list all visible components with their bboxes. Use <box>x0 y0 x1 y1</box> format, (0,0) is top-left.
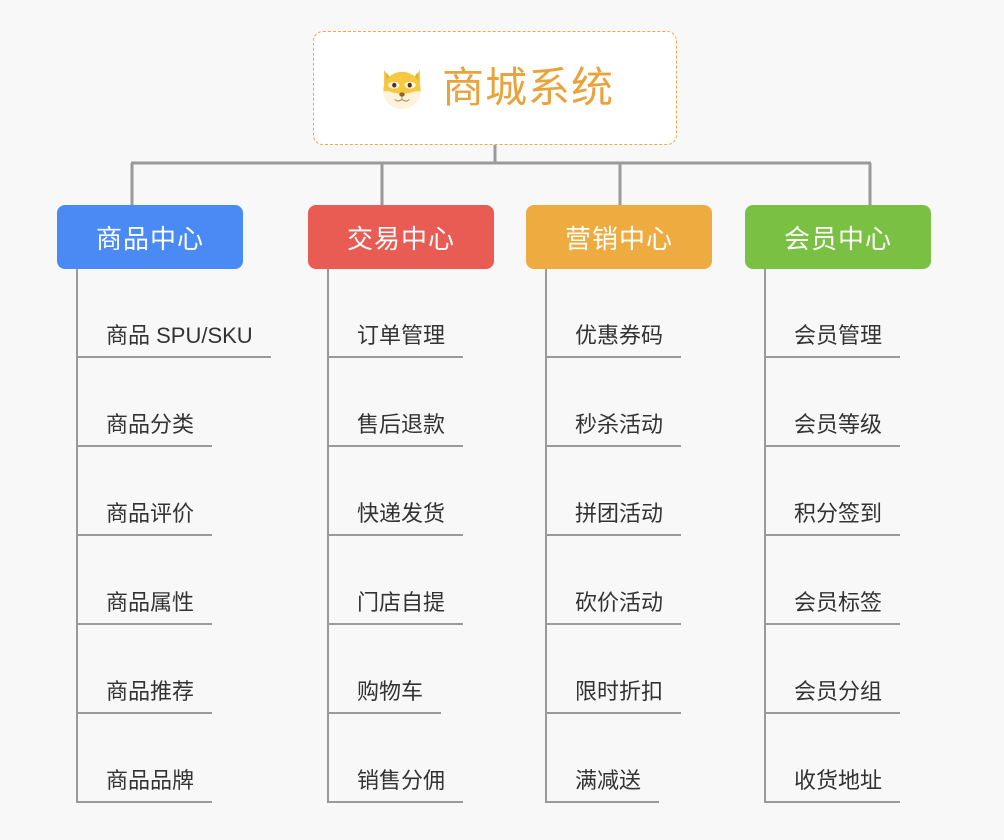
leaf-item-label: 商品 SPU/SKU <box>76 323 271 358</box>
leaf-item-label: 拼团活动 <box>545 501 682 536</box>
leaf-item[interactable]: 商品属性 <box>76 536 243 625</box>
leaf-item[interactable]: 会员等级 <box>764 358 931 447</box>
leaf-item[interactable]: 商品分类 <box>76 358 243 447</box>
leaf-item[interactable]: 订单管理 <box>327 269 494 358</box>
leaf-item-label: 秒杀活动 <box>545 412 682 447</box>
root-title: 商城系统 <box>441 64 614 111</box>
leaf-item-label: 快递发货 <box>327 501 464 536</box>
leaf-item-label: 商品品牌 <box>76 768 213 803</box>
leaf-item-label: 收货地址 <box>764 768 901 803</box>
leaf-item-label: 门店自提 <box>327 590 464 625</box>
leaf-item[interactable]: 砍价活动 <box>545 536 712 625</box>
leaf-item-label: 商品分类 <box>76 412 213 447</box>
category-spine-2 <box>545 269 547 803</box>
leaf-item[interactable]: 售后退款 <box>327 358 494 447</box>
category-spine-1 <box>327 269 329 803</box>
leaf-item[interactable]: 会员标签 <box>764 536 931 625</box>
leaf-item-label: 商品属性 <box>76 590 213 625</box>
column-0: 商品中心商品 SPU/SKU 商品分类商品评价商品属性商品推荐商品品牌 <box>57 205 271 803</box>
leaf-item[interactable]: 商品 SPU/SKU <box>76 269 271 358</box>
category-header-1[interactable]: 交易中心 <box>308 205 494 269</box>
category-header-2[interactable]: 营销中心 <box>526 205 712 269</box>
leaf-item-label: 积分签到 <box>764 501 901 536</box>
leaf-item-label: 优惠券码 <box>545 323 682 358</box>
leaf-item[interactable]: 会员管理 <box>764 269 931 358</box>
column-3: 会员中心会员管理会员等级积分签到会员标签会员分组收货地址 <box>745 205 931 803</box>
leaf-item-label: 会员分组 <box>764 679 901 714</box>
category-header-0[interactable]: 商品中心 <box>57 205 243 269</box>
leaf-item-label: 售后退款 <box>327 412 464 447</box>
leaf-item[interactable]: 购物车 <box>327 625 494 714</box>
category-header-3[interactable]: 会员中心 <box>745 205 931 269</box>
leaf-item[interactable]: 会员分组 <box>764 625 931 714</box>
category-spine-0 <box>76 269 78 803</box>
leaf-item[interactable]: 限时折扣 <box>545 625 712 714</box>
leaf-item[interactable]: 积分签到 <box>764 447 931 536</box>
leaf-item[interactable]: 满减送 <box>545 714 712 803</box>
leaf-item-label: 砍价活动 <box>545 590 682 625</box>
root-node[interactable]: 商城系统 <box>313 31 677 145</box>
leaf-item-label: 商品评价 <box>76 501 213 536</box>
leaf-item-label: 订单管理 <box>327 323 464 358</box>
leaf-item-label: 满减送 <box>545 768 660 803</box>
leaf-item[interactable]: 收货地址 <box>764 714 931 803</box>
category-items-3: 会员管理会员等级积分签到会员标签会员分组收货地址 <box>745 269 931 803</box>
category-items-0: 商品 SPU/SKU 商品分类商品评价商品属性商品推荐商品品牌 <box>57 269 271 803</box>
category-spine-3 <box>764 269 766 803</box>
leaf-item-label: 限时折扣 <box>545 679 682 714</box>
leaf-item[interactable]: 快递发货 <box>327 447 494 536</box>
leaf-item-label: 会员标签 <box>764 590 901 625</box>
leaf-item[interactable]: 优惠券码 <box>545 269 712 358</box>
leaf-item-label: 购物车 <box>327 679 442 714</box>
leaf-item[interactable]: 销售分佣 <box>327 714 494 803</box>
category-items-2: 优惠券码秒杀活动拼团活动砍价活动限时折扣满减送 <box>526 269 712 803</box>
leaf-item[interactable]: 商品品牌 <box>76 714 243 803</box>
leaf-item[interactable]: 商品推荐 <box>76 625 243 714</box>
leaf-item-label: 会员等级 <box>764 412 901 447</box>
leaf-item-label: 销售分佣 <box>327 768 464 803</box>
leaf-item[interactable]: 门店自提 <box>327 536 494 625</box>
column-1: 交易中心订单管理售后退款快递发货门店自提购物车销售分佣 <box>308 205 494 803</box>
leaf-item[interactable]: 商品评价 <box>76 447 243 536</box>
column-2: 营销中心优惠券码秒杀活动拼团活动砍价活动限时折扣满减送 <box>526 205 712 803</box>
category-items-1: 订单管理售后退款快递发货门店自提购物车销售分佣 <box>308 269 494 803</box>
leaf-item[interactable]: 拼团活动 <box>545 447 712 536</box>
leaf-item-label: 商品推荐 <box>76 679 213 714</box>
shiba-dog-icon <box>383 70 421 110</box>
leaf-item-label: 会员管理 <box>764 323 901 358</box>
leaf-item[interactable]: 秒杀活动 <box>545 358 712 447</box>
